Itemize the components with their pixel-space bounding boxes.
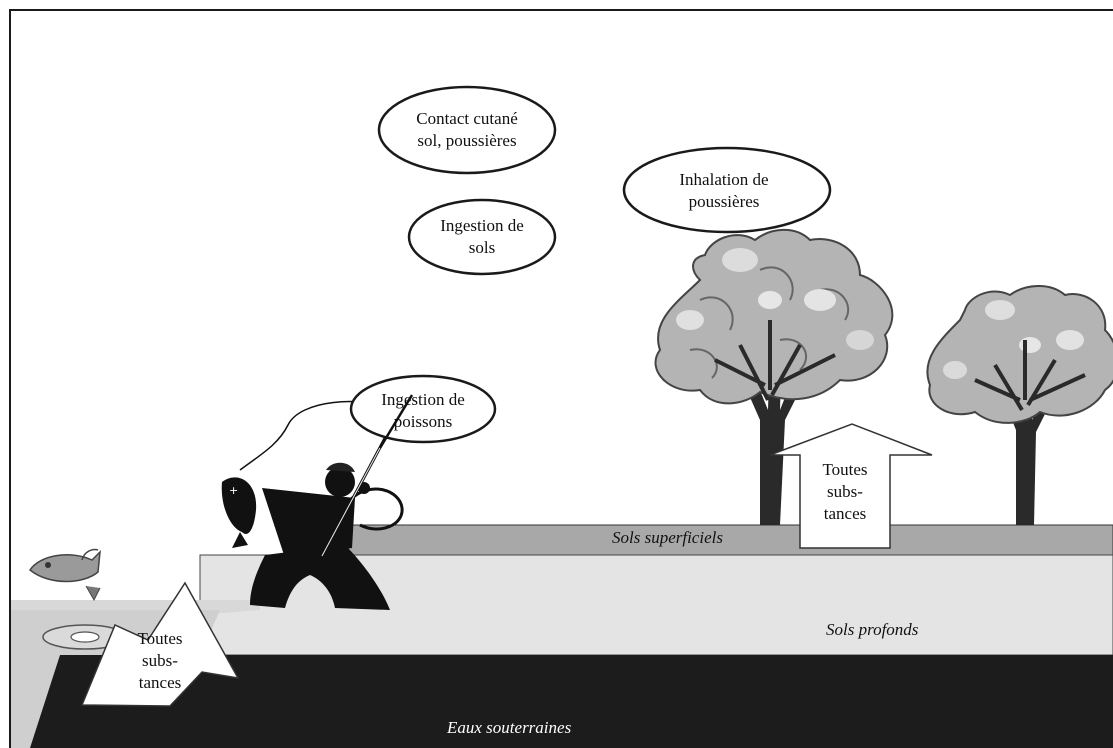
transfer-arrow-right-label: Toutes subs- tances bbox=[822, 460, 868, 523]
transfer-arrow-left bbox=[80, 581, 240, 707]
skin-contact-label: Contact cutané sol, poussières bbox=[416, 109, 518, 150]
groundwater-label: Eaux souterraines bbox=[447, 718, 572, 737]
transfer-arrow-left-label: Toutes subs- tances bbox=[137, 629, 183, 692]
diagram-frame bbox=[9, 9, 1113, 748]
groundwater-layer bbox=[30, 655, 1113, 748]
fish-ingestion-label: Ingestion de poissons bbox=[381, 390, 465, 431]
route-ellipse-soil-ingestion bbox=[407, 198, 557, 276]
route-ellipse-skin-contact bbox=[377, 85, 557, 175]
transfer-arrow-right bbox=[769, 423, 933, 549]
svg-text:+: + bbox=[229, 484, 238, 497]
route-ellipse-fish-ingestion bbox=[349, 374, 497, 444]
route-ellipse-dust-inhalation bbox=[622, 146, 832, 234]
surface-soil-label: Sols superficiels bbox=[612, 528, 723, 547]
deep-soil-label: Sols profonds bbox=[826, 620, 919, 639]
water-ripple-inner bbox=[70, 631, 100, 643]
surface-soil-layer bbox=[344, 524, 1113, 556]
tree-icon bbox=[926, 285, 1113, 525]
soil-ingestion-label: Ingestion de sols bbox=[440, 216, 524, 257]
tree-icon bbox=[654, 228, 894, 525]
fish-icon: + bbox=[221, 477, 257, 548]
dust-inhalation-label: Inhalation de poussières bbox=[679, 170, 769, 211]
jumping-fish-icon bbox=[28, 548, 101, 602]
